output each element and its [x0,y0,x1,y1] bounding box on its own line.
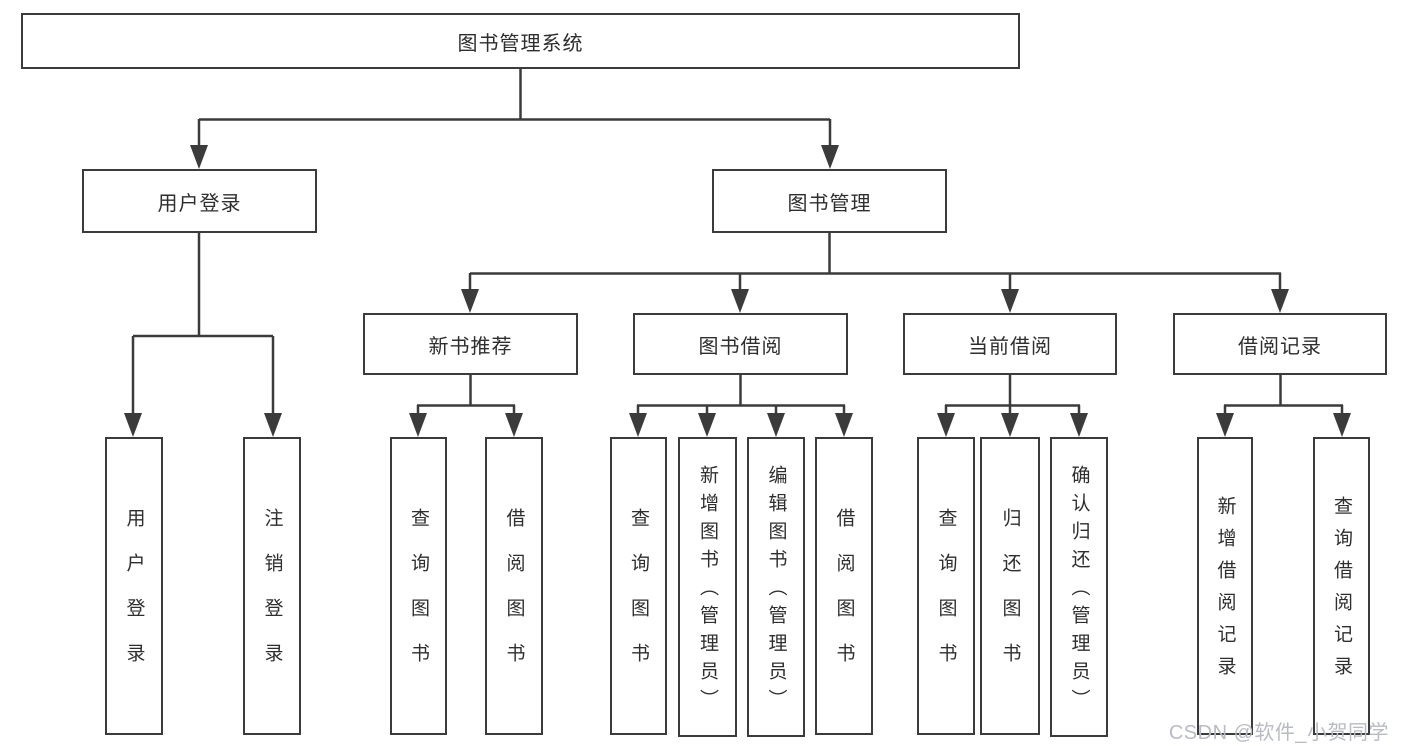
leaf-label: 查询图书 [408,508,429,688]
leaf-user-login: 用户登录 [105,437,163,735]
leaf-add-borrow-record: 新增借阅记录 [1197,437,1253,735]
leaf-confirm-return-admin: 确认归还（管理员） [1050,437,1108,737]
node-book-borrowing: 图书借阅 [633,313,848,375]
leaf-label: 归还图书 [999,508,1021,688]
leaf-borrow-books-recommend: 借阅图书 [485,437,543,735]
node-book-management: 图书管理 [712,169,947,233]
node-root: 图书管理系统 [21,13,1020,69]
leaf-label: 借阅图书 [833,508,855,688]
leaf-query-books-current: 查询图书 [917,437,975,735]
leaf-return-books: 归还图书 [980,437,1040,735]
node-current-borrowing: 当前借阅 [903,313,1117,375]
leaf-label: 注销登录 [261,508,283,688]
leaf-label: 新增借阅记录 [1214,496,1236,688]
leaf-label: 借阅图书 [503,508,525,688]
leaf-query-books-borrow: 查询图书 [610,437,667,735]
leaf-label: 编辑图书（管理员） [765,465,787,717]
leaf-query-books-recommend: 查询图书 [390,437,447,735]
leaf-label: 用户登录 [123,508,145,688]
leaf-label: 新增图书（管理员） [697,465,718,717]
leaf-label: 查询图书 [935,508,957,688]
node-user-login: 用户登录 [82,169,317,233]
node-new-book-recommend: 新书推荐 [363,313,578,375]
leaf-label: 确认归还（管理员） [1068,465,1090,717]
leaf-query-borrow-record: 查询借阅记录 [1313,437,1370,735]
leaf-label: 查询图书 [628,508,649,688]
leaf-add-books-admin: 新增图书（管理员） [678,437,737,737]
leaf-borrow-books: 借阅图书 [815,437,873,735]
leaf-label: 查询借阅记录 [1331,496,1352,688]
node-borrowing-records: 借阅记录 [1173,313,1387,375]
csdn-watermark: CSDN @软件_小贺同学 [1168,722,1389,744]
leaf-logout: 注销登录 [243,437,301,735]
leaf-edit-books-admin: 编辑图书（管理员） [747,437,805,737]
